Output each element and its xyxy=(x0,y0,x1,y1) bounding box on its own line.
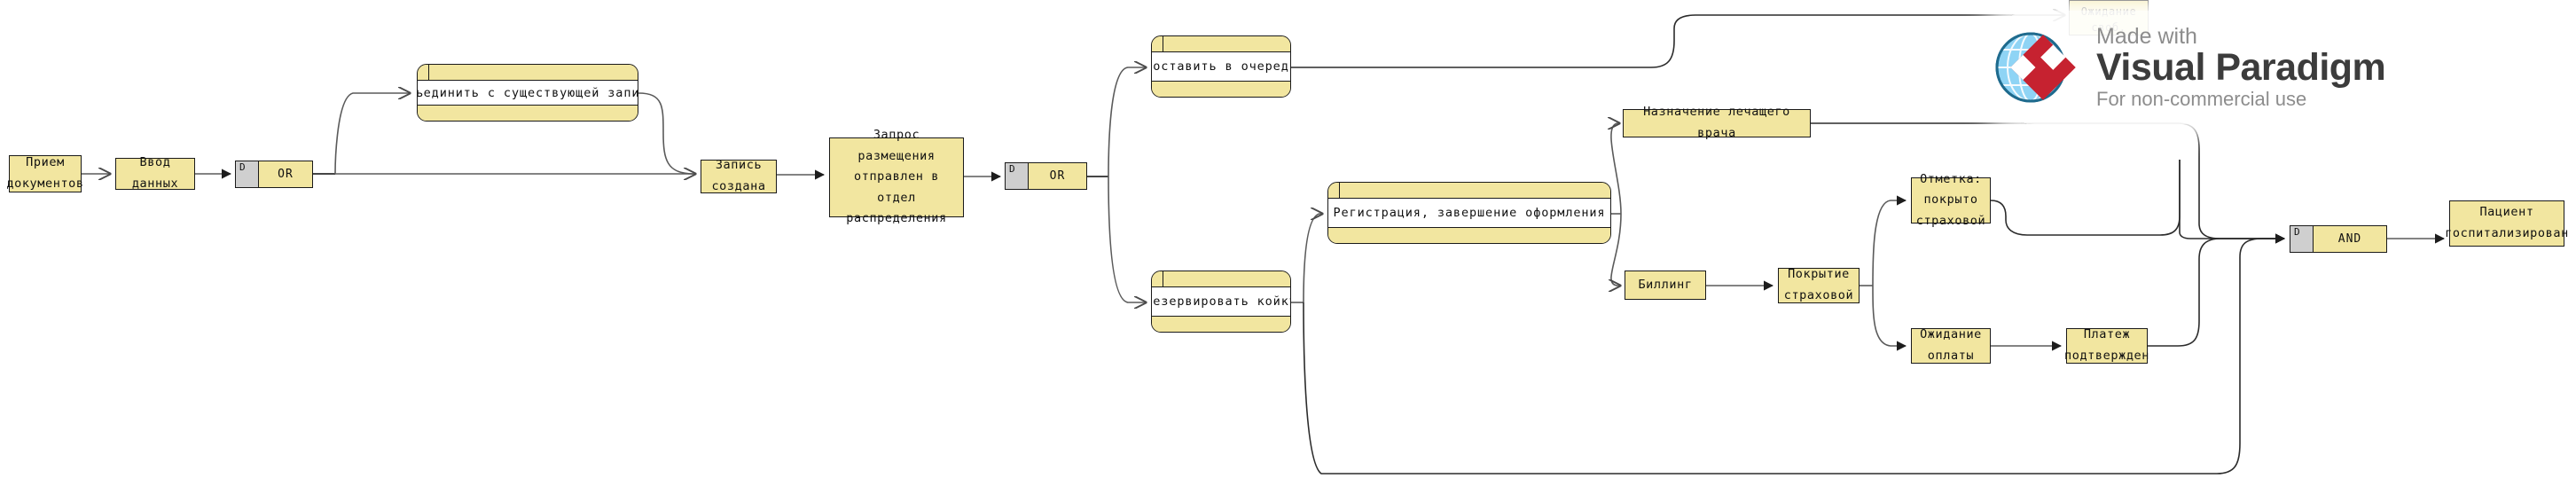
node-band-top xyxy=(1328,183,1610,199)
node-ozhidanie-oplaty[interactable]: Ожидание оплаты xyxy=(1911,327,1991,364)
gateway-stub-label: D xyxy=(1006,163,1029,189)
node-label: Регистрация, завершение оформления xyxy=(1328,199,1610,227)
node-pacient-gospitalizirovan[interactable]: Пациент госпитализирован xyxy=(2445,200,2568,247)
node-label: Прием документов xyxy=(6,155,84,191)
edge-registraciya-to-naznachenie xyxy=(1611,123,1622,215)
node-label: Назначение лечащего врача xyxy=(1643,105,1790,140)
node-billing[interactable]: Биллинг xyxy=(1625,271,1706,300)
edge-or1-to-obedinit xyxy=(334,93,410,175)
edge-pokrytie-to-ozhidanie-oplaty xyxy=(1872,285,1907,351)
edge-ochered-to-ozhidanie xyxy=(1291,15,2064,68)
gateway-or-1[interactable]: D OR xyxy=(235,161,313,188)
edge-platezh-to-and xyxy=(2148,233,2286,347)
edge-or2-to-koyka xyxy=(1108,176,1146,302)
node-label: Платеж подтвержден xyxy=(2064,327,2150,363)
gateway-label: OR xyxy=(278,168,294,181)
node-label: Пациент госпитализирован xyxy=(2445,205,2569,240)
watermark-text: Made with Visual Paradigm For non-commer… xyxy=(2096,23,2386,111)
node-pokrytie-strahovoy[interactable]: Покрытие страховой xyxy=(1778,267,1860,303)
node-platezh-podtverzhden[interactable]: Платеж подтвержден xyxy=(2064,327,2149,364)
subprocess-tick-icon xyxy=(1339,183,1340,198)
visual-paradigm-logo-icon xyxy=(1990,21,2082,114)
node-naznachenie-lechashchego-vracha[interactable]: Назначение лечащего врача xyxy=(1623,105,1811,140)
watermark-line-3: For non-commercial use xyxy=(2096,88,2307,111)
watermark-line-2: Visual Paradigm xyxy=(2096,45,2386,89)
gateway-or-2[interactable]: D OR xyxy=(1005,162,1087,190)
node-postavit-v-ochered[interactable]: Поставить в очередь xyxy=(1151,35,1291,98)
node-label: Отметка: покрыто страховой xyxy=(1915,171,1986,228)
node-label: Запись создана xyxy=(711,158,766,193)
visual-paradigm-watermark: Made with Visual Paradigm For non-commer… xyxy=(1977,11,2518,124)
watermark-line-1: Made with xyxy=(2096,23,2197,49)
node-otmetka-pokryto-strahovoy[interactable]: Отметка: покрыто страховой xyxy=(1911,172,1991,228)
node-label: Поставить в очередь xyxy=(1152,52,1290,81)
edge-or2-to-ochered xyxy=(1108,67,1146,177)
gateway-stub-label: D xyxy=(236,161,259,187)
node-label: Резервировать койку xyxy=(1152,287,1290,316)
node-band-top xyxy=(1152,271,1290,287)
node-label: Объединить с существующей запись xyxy=(418,81,638,105)
node-label: Ожидание оплаты xyxy=(1920,327,1982,363)
gateway-stub-label: D xyxy=(2290,226,2314,252)
gateway-label: OR xyxy=(1049,169,1066,183)
subprocess-tick-icon xyxy=(428,65,429,80)
edge-obedinit-to-zapis xyxy=(638,92,694,175)
node-label: Биллинг xyxy=(1638,277,1693,292)
node-obedinit-s-sushchestvuyushchey-zapis[interactable]: Объединить с существующей запись xyxy=(417,64,638,122)
node-registraciya-zavershenie-oformleniya[interactable]: Регистрация, завершение оформления xyxy=(1327,182,1611,244)
node-label: Запрос размещения отправлен в отдел расп… xyxy=(846,127,947,226)
node-band-bottom xyxy=(1152,81,1290,97)
node-band-bottom xyxy=(1152,316,1290,332)
edge-otmetka-to-and-b xyxy=(2179,160,2286,244)
gateway-label: AND xyxy=(2337,232,2362,246)
edge-otmetka-to-and xyxy=(1990,160,2181,236)
node-band-top xyxy=(1152,36,1290,52)
node-rezervirovat-koyku[interactable]: Резервировать койку xyxy=(1151,271,1291,333)
node-label: Покрытие страховой xyxy=(1783,267,1854,302)
gateway-and[interactable]: D AND xyxy=(2290,225,2387,253)
node-priem-dokumentov[interactable]: Прием документов xyxy=(6,155,83,192)
node-zapis-sozdana[interactable]: Запись создана xyxy=(701,158,777,193)
node-zapros-razmeshcheniya[interactable]: Запрос размещения отправлен в отдел расп… xyxy=(829,128,964,225)
node-vvod-dannyh[interactable]: Ввод данных xyxy=(115,155,195,191)
edge-koyka-to-registraciya xyxy=(1303,214,1322,303)
node-label: Ввод данных xyxy=(131,155,179,191)
edge-pokrytie-to-otmetka xyxy=(1872,195,1907,286)
node-band-bottom xyxy=(1328,227,1610,243)
node-band-top xyxy=(418,65,638,81)
node-band-bottom xyxy=(418,105,638,121)
edge-naznachenie-to-and xyxy=(1811,122,2286,244)
edge-registraciya-to-billing xyxy=(1611,213,1622,286)
